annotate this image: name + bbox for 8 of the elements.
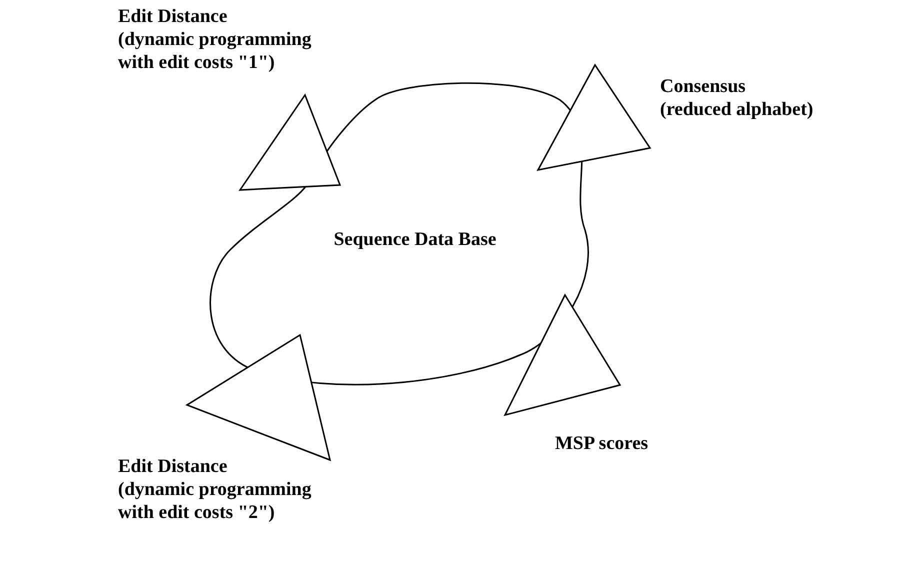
node-label: Sequence Data Base (332, 228, 498, 251)
node-label: Consensus (660, 75, 747, 98)
node-label: Edit Distance (118, 5, 228, 28)
node-label: Edit Distance (118, 455, 228, 478)
node-label: (reduced alphabet) (660, 98, 814, 121)
node-label: (dynamic programming with edit costs "2") (118, 478, 312, 524)
node-label: (dynamic programming with edit costs "1") (118, 28, 312, 74)
node-label: MSP scores (555, 432, 650, 455)
